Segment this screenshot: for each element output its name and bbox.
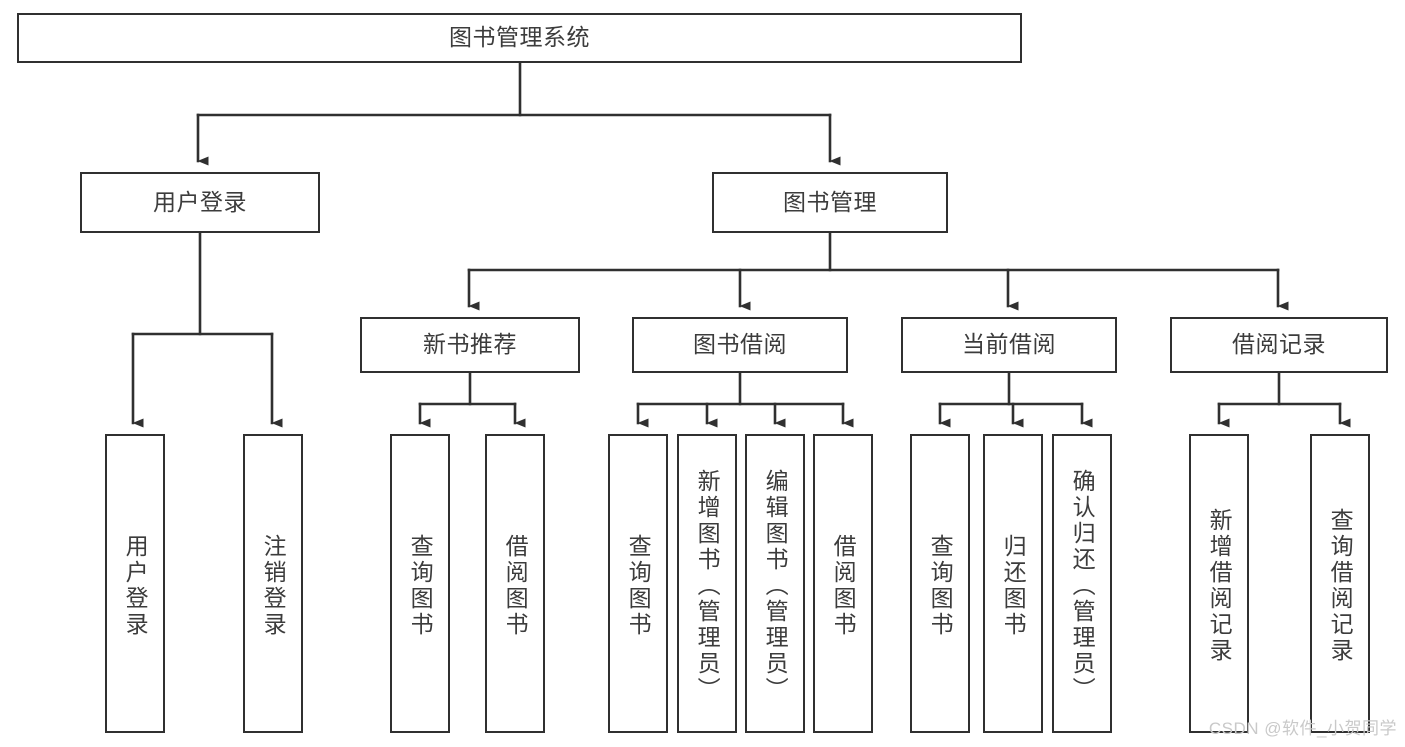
node-book-management[interactable]: 图书管理	[712, 172, 948, 233]
node-label: 注销登录	[260, 533, 287, 638]
node-root-book-management-system[interactable]: 图书管理系统	[17, 13, 1022, 63]
node-leaf-query-book-current[interactable]: 查询图书	[910, 434, 970, 733]
node-leaf-borrow-book[interactable]: 借阅图书	[813, 434, 873, 733]
node-leaf-query-book-recommendation[interactable]: 查询图书	[390, 434, 450, 733]
node-leaf-borrow-book-recommendation[interactable]: 借阅图书	[485, 434, 545, 733]
node-leaf-edit-book-admin[interactable]: 编辑图书（管理员）	[745, 434, 805, 733]
node-label: 查询图书	[625, 533, 652, 638]
node-label: 查询图书	[407, 533, 434, 638]
node-label: 编辑图书（管理员）	[762, 468, 789, 703]
node-leaf-query-borrow-record[interactable]: 查询借阅记录	[1310, 434, 1370, 733]
node-leaf-confirm-return-admin[interactable]: 确认归还（管理员）	[1052, 434, 1112, 733]
node-leaf-return-book[interactable]: 归还图书	[983, 434, 1043, 733]
node-label: 查询借阅记录	[1327, 507, 1354, 664]
node-label: 查询图书	[927, 533, 954, 638]
node-label: 新增借阅记录	[1206, 507, 1233, 664]
node-label: 新增图书（管理员）	[694, 468, 721, 703]
node-book-borrow[interactable]: 图书借阅	[632, 317, 848, 373]
node-leaf-logout[interactable]: 注销登录	[243, 434, 303, 733]
node-leaf-user-login[interactable]: 用户登录	[105, 434, 165, 733]
node-label: 确认归还（管理员）	[1069, 468, 1096, 703]
node-label: 用户登录	[153, 188, 247, 215]
node-label: 当前借阅	[962, 331, 1056, 358]
node-label: 借阅图书	[830, 533, 857, 638]
node-new-book-recommendation[interactable]: 新书推荐	[360, 317, 580, 373]
node-leaf-add-book-admin[interactable]: 新增图书（管理员）	[677, 434, 737, 733]
node-leaf-add-borrow-record[interactable]: 新增借阅记录	[1189, 434, 1249, 733]
node-label: 用户登录	[122, 533, 149, 638]
node-label: 图书管理系统	[449, 24, 590, 51]
node-label: 图书管理	[783, 188, 877, 215]
node-user-login[interactable]: 用户登录	[80, 172, 320, 233]
node-label: 归还图书	[1000, 533, 1027, 638]
node-label: 新书推荐	[423, 331, 517, 358]
node-leaf-query-book-borrow[interactable]: 查询图书	[608, 434, 668, 733]
node-label: 图书借阅	[693, 331, 787, 358]
node-borrow-record[interactable]: 借阅记录	[1170, 317, 1388, 373]
node-label: 借阅图书	[502, 533, 529, 638]
node-label: 借阅记录	[1232, 331, 1326, 358]
node-current-borrow[interactable]: 当前借阅	[901, 317, 1117, 373]
